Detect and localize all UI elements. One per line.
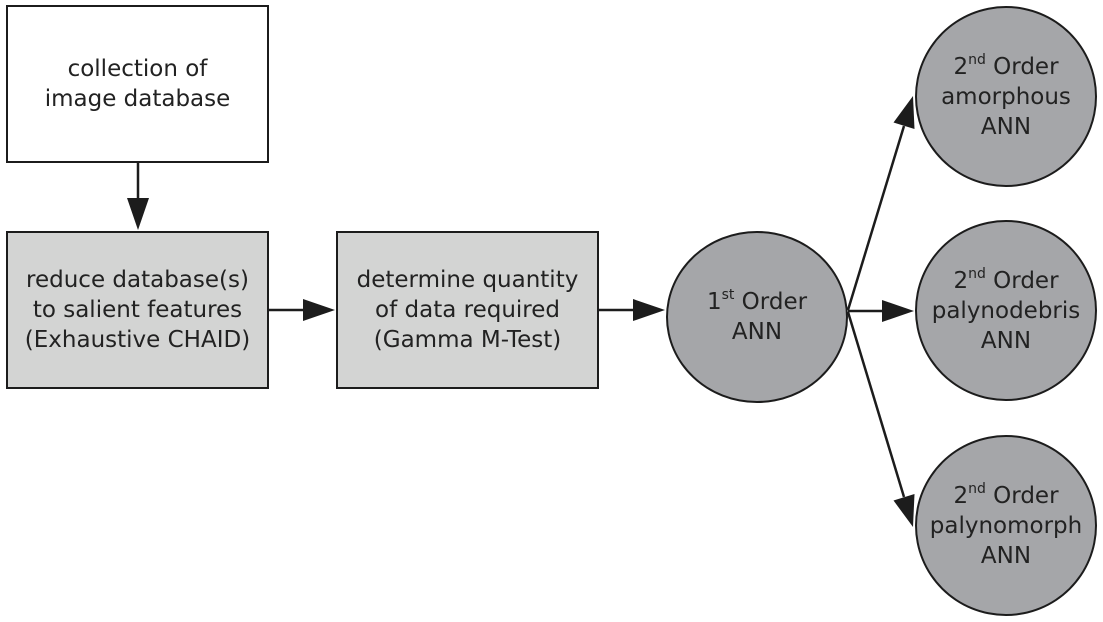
order-word: Order xyxy=(985,482,1059,509)
arrowhead-first-order-to-palynodebris xyxy=(882,300,914,322)
order-number: 2 xyxy=(953,482,969,509)
node-label-line: ANN xyxy=(980,327,1032,354)
node-label-line: to salient features xyxy=(32,297,243,323)
order-suffix: nd xyxy=(968,480,986,497)
node-title-line: 2nd Order xyxy=(953,266,1058,296)
node-label-line: collection of xyxy=(67,56,208,82)
node-second-order-palynodebris-ann: 2nd Order palynodebris ANN xyxy=(915,220,1097,401)
node-label-line: of data required xyxy=(375,297,560,323)
node-label-line: ANN xyxy=(980,542,1032,569)
arrowhead-reduce-to-determine xyxy=(303,299,335,321)
node-second-order-palynomorph-ann: 2nd Order palynomorph ANN xyxy=(915,435,1097,616)
node-label-line: (Exhaustive CHAID) xyxy=(24,327,251,353)
order-number: 1 xyxy=(706,289,722,315)
node-label-line: palynodebris xyxy=(931,297,1081,324)
arrowhead-collection-to-reduce xyxy=(127,198,149,230)
order-suffix: st xyxy=(721,287,735,304)
node-reduce-database: reduce database(s) to salient features (… xyxy=(6,231,269,389)
node-label-line: ANN xyxy=(980,113,1032,140)
node-label-line: amorphous xyxy=(941,83,1071,110)
node-title-line: 1st Order xyxy=(707,287,807,317)
node-second-order-amorphous-ann: 2nd Order amorphous ANN xyxy=(915,6,1097,187)
node-label-line: image database xyxy=(44,86,231,112)
node-label-line: palynomorph xyxy=(929,512,1083,539)
order-number: 2 xyxy=(953,267,969,294)
node-label-line: ANN xyxy=(731,319,783,345)
node-collection-of-image-database: collection of image database xyxy=(6,5,269,163)
node-title-line: 2nd Order xyxy=(953,52,1058,82)
arrowhead-first-order-to-amorphous xyxy=(893,96,915,129)
arrow-first-order-to-palynomorph xyxy=(846,311,906,498)
arrow-first-order-to-amorphous xyxy=(846,125,906,311)
node-label-line: (Gamma M-Test) xyxy=(373,327,562,353)
order-suffix: nd xyxy=(968,51,986,68)
arrowhead-first-order-to-palynomorph xyxy=(893,494,915,527)
order-word: Order xyxy=(985,267,1059,294)
arrowhead-determine-to-first-order xyxy=(633,299,665,321)
order-word: Order xyxy=(734,289,808,315)
order-suffix: nd xyxy=(968,265,986,282)
order-word: Order xyxy=(985,53,1059,80)
node-first-order-ann: 1st Order ANN xyxy=(666,231,848,403)
node-label-line: determine quantity xyxy=(356,267,579,293)
node-label-line: reduce database(s) xyxy=(26,267,249,293)
node-determine-quantity: determine quantity of data required (Gam… xyxy=(336,231,599,389)
order-number: 2 xyxy=(953,53,969,80)
node-title-line: 2nd Order xyxy=(953,481,1058,511)
